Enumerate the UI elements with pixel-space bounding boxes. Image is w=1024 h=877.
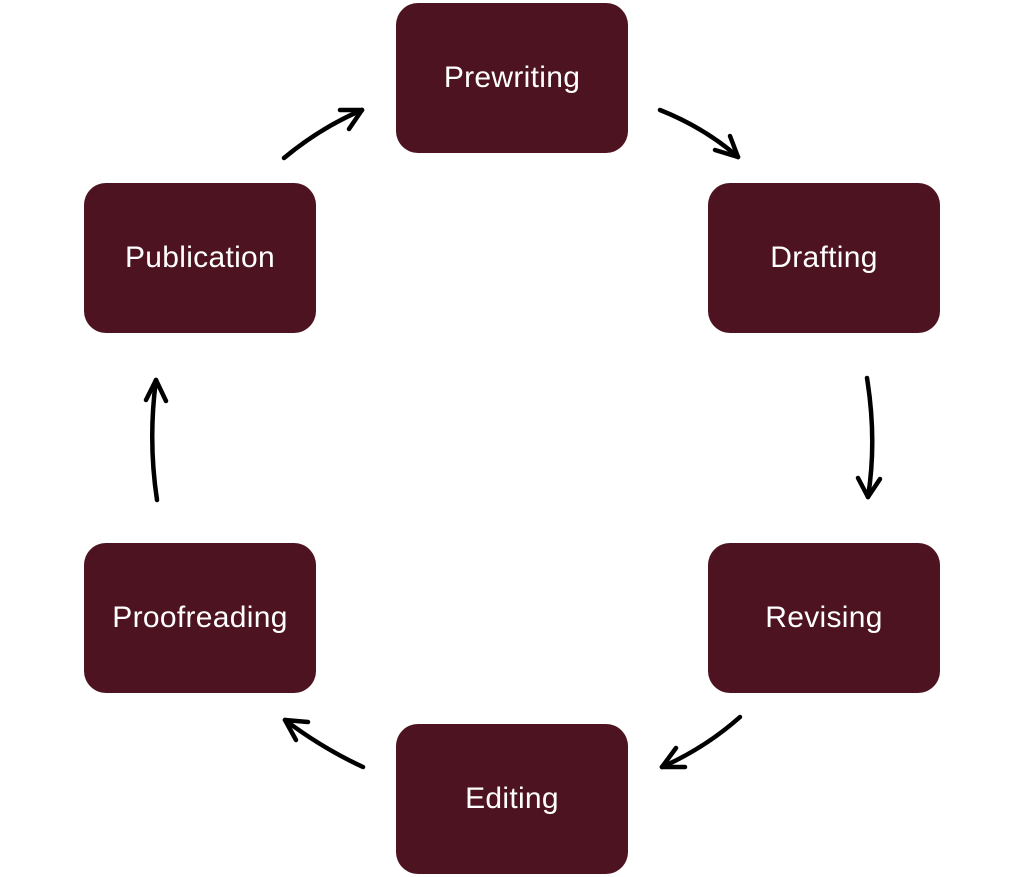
node-revising: Revising [708, 543, 940, 693]
arrow-publication-to-prewriting [281, 107, 365, 161]
arrow-drafting-to-revising [855, 375, 883, 500]
node-drafting: Drafting [708, 183, 940, 333]
arrow-prewriting-to-drafting [657, 107, 741, 160]
arrow-revising-to-editing [659, 714, 743, 770]
arrow-proofreading-to-publication [143, 377, 169, 503]
arrow-editing-to-proofreading [282, 717, 366, 770]
node-label-editing: Editing [465, 782, 559, 815]
node-prewriting: Prewriting [396, 3, 628, 153]
node-label-drafting: Drafting [770, 241, 878, 274]
node-label-publication: Publication [124, 241, 276, 274]
node-label-proofreading: Proofreading [112, 601, 288, 634]
node-label-revising: Revising [765, 601, 883, 634]
node-publication: Publication [84, 183, 316, 333]
node-label-prewriting: Prewriting [443, 61, 581, 94]
node-proofreading: Proofreading [84, 543, 316, 693]
node-editing: Editing [396, 724, 628, 874]
